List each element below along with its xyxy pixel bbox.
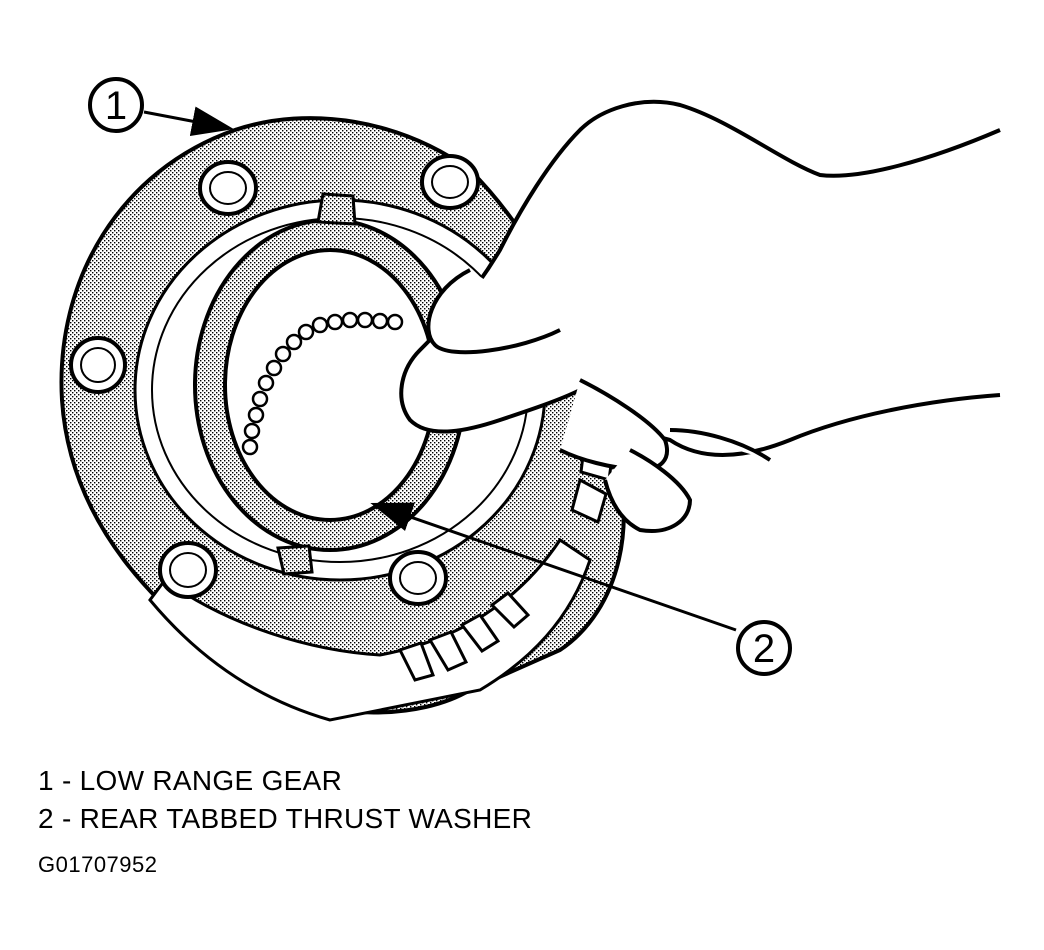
callout-1-number: 1 bbox=[105, 84, 127, 128]
figure-id: G01707952 bbox=[38, 852, 158, 877]
rear-tabbed-thrust-washer bbox=[193, 192, 467, 576]
legend-item-2: 2 - REAR TABBED THRUST WASHER bbox=[38, 803, 533, 834]
bolt-holes bbox=[69, 154, 480, 606]
callout-2 bbox=[370, 502, 792, 676]
hand-illustration bbox=[399, 99, 1001, 533]
legend: 1 - LOW RANGE GEAR 2 - REAR TABBED THRUS… bbox=[38, 762, 532, 838]
callout-1 bbox=[88, 77, 234, 136]
gear-illustration: 1 2 bbox=[59, 77, 1001, 722]
legend-item-1: 1 - LOW RANGE GEAR bbox=[38, 765, 343, 796]
callout-2-number: 2 bbox=[753, 627, 775, 671]
